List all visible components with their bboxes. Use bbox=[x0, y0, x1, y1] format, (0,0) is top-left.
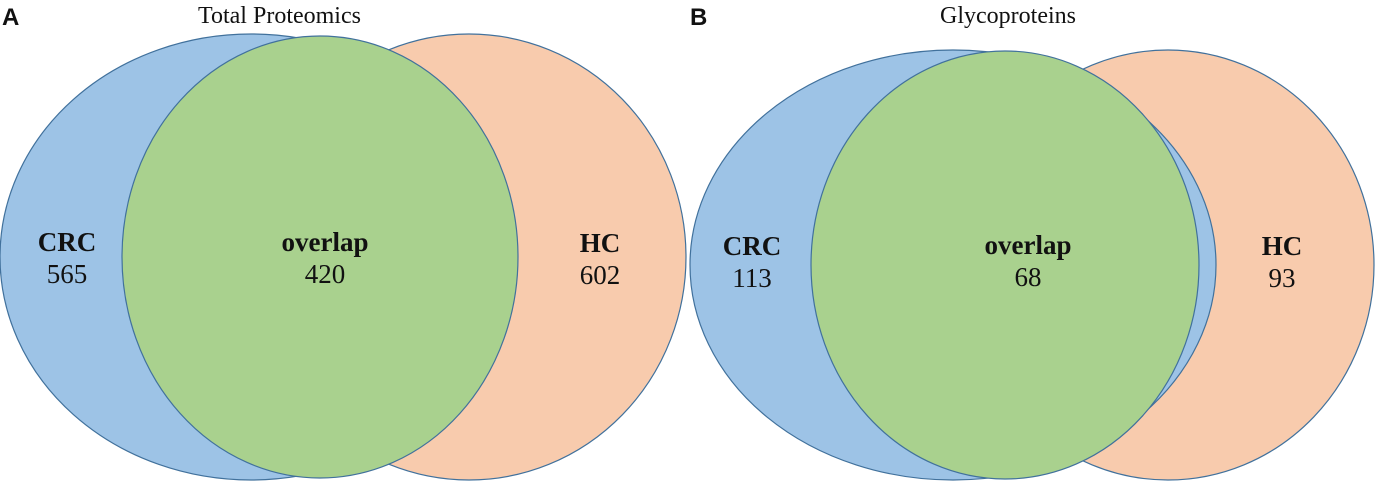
crc-set-count: 565 bbox=[46, 259, 88, 290]
hc-set-name: HC bbox=[579, 228, 621, 258]
panel-title: Glycoproteins bbox=[940, 3, 1076, 29]
hc-label: HC 602 bbox=[580, 227, 621, 292]
hc-set-count: 93 bbox=[1268, 263, 1296, 294]
overlap-set-count: 68 bbox=[1014, 262, 1042, 293]
crc-set-count: 113 bbox=[732, 263, 772, 294]
overlap-set-name: overlap bbox=[281, 227, 369, 257]
venn-diagram-b bbox=[689, 49, 1375, 481]
overlap-circle bbox=[810, 50, 1200, 480]
crc-set-name: CRC bbox=[722, 231, 782, 261]
venn-panel-a: A Total Proteomics CRC 565 overlap 420 H… bbox=[0, 3, 687, 481]
venn-panel-b: B Glycoproteins CRC 113 overlap 68 HC 93 bbox=[688, 0, 1376, 483]
hc-set-count: 602 bbox=[579, 260, 621, 291]
overlap-label: overlap 68 bbox=[985, 229, 1072, 294]
panel-letter: B bbox=[690, 4, 708, 31]
crc-set-name: CRC bbox=[37, 227, 97, 257]
crc-label: CRC 113 bbox=[723, 230, 782, 295]
overlap-label: overlap 420 bbox=[282, 226, 369, 291]
crc-label: CRC 565 bbox=[38, 226, 97, 291]
overlap-set-count: 420 bbox=[304, 259, 346, 290]
hc-label: HC 93 bbox=[1262, 230, 1303, 295]
overlap-circle bbox=[121, 35, 519, 479]
venn-diagram-a bbox=[0, 33, 687, 481]
panel-title: Total Proteomics bbox=[198, 3, 361, 29]
panel-letter: A bbox=[2, 4, 20, 31]
overlap-set-name: overlap bbox=[984, 230, 1072, 260]
hc-set-name: HC bbox=[1261, 231, 1303, 261]
